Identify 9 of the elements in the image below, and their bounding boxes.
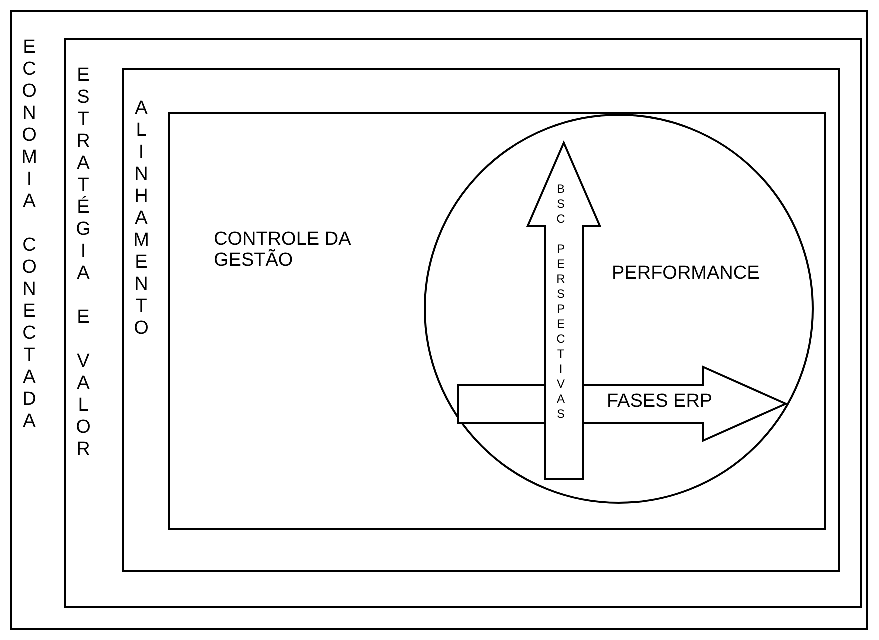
vertical-label: ESTRATÉGIA E VALOR — [74, 65, 93, 461]
vertical-label: ALINHAMENTO — [132, 98, 151, 340]
box-label: CONTROLE DA GESTÃO — [214, 230, 352, 272]
vertical-label: BSC PERSPECTIVAS — [555, 182, 567, 422]
box-label: FASES ERP — [607, 392, 714, 413]
box-label: PERFORMANCE — [612, 264, 761, 285]
vertical-label: ECONOMIA CONECTADA — [20, 37, 39, 433]
management-frame — [168, 112, 826, 530]
alignment-frame — [122, 68, 840, 572]
